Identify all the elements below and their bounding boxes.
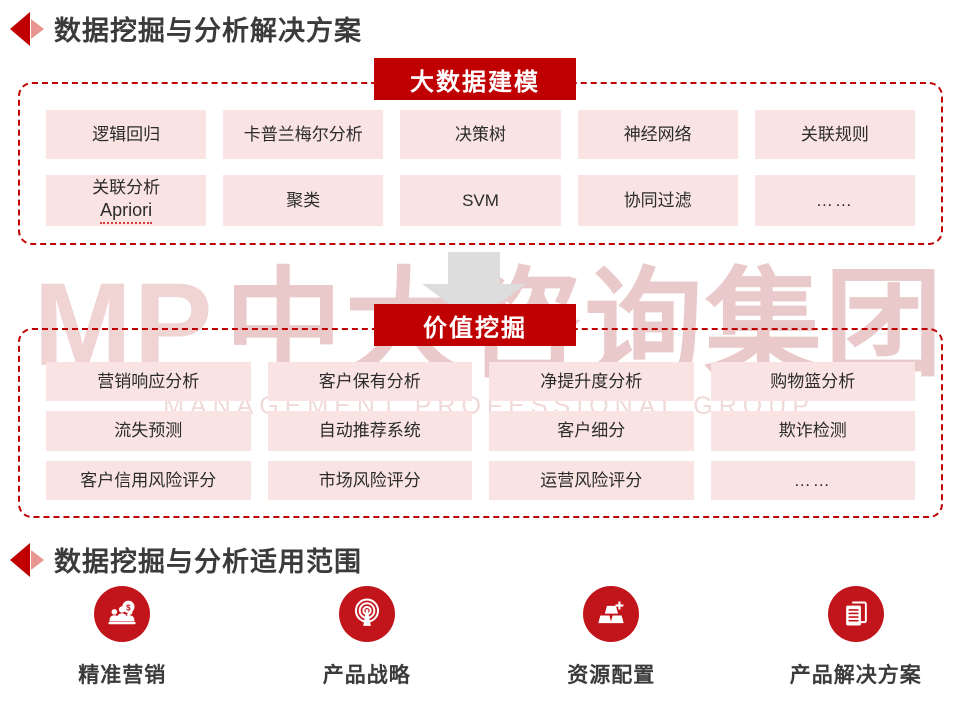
value-mining-cell[interactable]: 净提升度分析 — [489, 362, 694, 402]
value-mining-cell[interactable]: 营销响应分析 — [46, 362, 251, 402]
scope-item[interactable]: 产品战略 — [245, 586, 490, 689]
modeling-cell[interactable]: …… — [754, 175, 915, 226]
value-mining-cell[interactable]: 客户细分 — [489, 411, 694, 451]
value-mining-cell[interactable]: 流失预测 — [46, 411, 251, 451]
value-mining-cell-label: 客户信用风险评分 — [80, 470, 217, 490]
scope-item-label: 产品解决方案 — [789, 664, 922, 687]
value-mining-cell-grid: 营销响应分析 客户保有分析 净提升度分析 购物篮分析流失预测 自动推荐系统 客户细分 欺诈检… — [46, 362, 915, 500]
value-mining-cell[interactable]: …… — [710, 460, 915, 500]
modeling-cell-label: 决策树 — [454, 125, 506, 144]
modeling-cell[interactable]: 关联规则 — [754, 110, 915, 160]
svg-text:$: $ — [126, 603, 131, 612]
value-mining-cell[interactable]: 市场风险评分 — [267, 460, 472, 500]
section3-heading-label: 数据挖掘与分析适用范围 — [54, 547, 362, 577]
value-mining-cell-label: 净提升度分析 — [540, 372, 643, 392]
triangle-right-icon — [31, 18, 44, 39]
value-mining-cell[interactable]: 客户保有分析 — [267, 362, 472, 402]
modeling-cell-label: 逻辑回归 — [92, 125, 161, 144]
scope-item-label: 产品战略 — [322, 664, 411, 687]
big-data-modeling-badge: 大数据建模 — [374, 58, 576, 100]
flow-arrow-shaft — [448, 252, 500, 284]
modeling-cell-label: 协同过滤 — [623, 191, 692, 210]
triangle-left-icon — [10, 542, 30, 577]
modeling-cell-label: 卡普兰梅尔分析 — [243, 125, 363, 144]
people-money-icon: $ — [94, 586, 151, 642]
modeling-cell-label: …… — [815, 191, 854, 210]
modeling-cell-sublabel: Apriori — [100, 199, 153, 224]
modeling-cell-label: 关联规则 — [800, 125, 869, 144]
value-mining-cell[interactable]: 运营风险评分 — [489, 460, 694, 500]
value-mining-cell-label: 市场风险评分 — [318, 470, 421, 490]
gold-bars-plus-icon — [583, 586, 640, 642]
modeling-cell[interactable]: 协同过滤 — [577, 175, 738, 226]
value-mining-cell[interactable]: 客户信用风险评分 — [46, 460, 251, 500]
value-mining-cell-label: 购物篮分析 — [770, 372, 856, 392]
scope-item-label: 精准营销 — [78, 664, 167, 687]
application-scope-list: $ 精准营销 产品战略 资源配置 — [0, 586, 978, 689]
value-mining-cell-label: 营销响应分析 — [97, 372, 200, 392]
value-mining-cell-label: 自动推荐系统 — [318, 421, 421, 441]
triangle-right-icon — [31, 549, 44, 570]
value-mining-cell[interactable]: 购物篮分析 — [710, 362, 915, 402]
section3-heading: 数据挖掘与分析适用范围 — [10, 540, 362, 579]
modeling-cell[interactable]: SVM — [400, 175, 561, 226]
scope-item[interactable]: 产品解决方案 — [734, 586, 978, 689]
scope-item[interactable]: $ 精准营销 — [0, 586, 245, 689]
value-mining-cell-label: 客户细分 — [557, 421, 626, 441]
modeling-cell-label: 聚类 — [286, 191, 321, 210]
scope-item-label: 资源配置 — [567, 664, 656, 687]
modeling-cell-label: SVM — [462, 191, 499, 210]
triangle-left-icon — [10, 11, 30, 46]
modeling-cell[interactable]: 逻辑回归 — [46, 110, 207, 160]
value-mining-cell-label: 流失预测 — [114, 421, 183, 441]
modeling-cell[interactable]: 聚类 — [223, 175, 384, 226]
scope-item[interactable]: 资源配置 — [489, 586, 734, 689]
value-mining-cell-label: 客户保有分析 — [318, 372, 421, 392]
value-mining-cell-label: 欺诈检测 — [778, 421, 847, 441]
value-mining-cell[interactable]: 自动推荐系统 — [267, 411, 472, 451]
documents-stack-icon — [827, 586, 884, 642]
modeling-cell[interactable]: 卡普兰梅尔分析 — [223, 110, 384, 160]
modeling-cell[interactable]: 神经网络 — [577, 110, 738, 160]
modeling-cell-label: 神经网络 — [623, 125, 692, 144]
section1-heading: 数据挖掘与分析解决方案 — [10, 9, 362, 48]
broadcast-tower-icon — [338, 586, 395, 642]
modeling-cell[interactable]: 决策树 — [400, 110, 561, 160]
value-mining-cell-label: …… — [793, 470, 832, 490]
section1-heading-label: 数据挖掘与分析解决方案 — [54, 16, 362, 46]
value-mining-cell-label: 运营风险评分 — [540, 470, 643, 490]
modeling-cell-label: 关联分析 — [92, 178, 161, 198]
value-mining-badge: 价值挖掘 — [374, 304, 576, 346]
value-mining-cell[interactable]: 欺诈检测 — [710, 411, 915, 451]
